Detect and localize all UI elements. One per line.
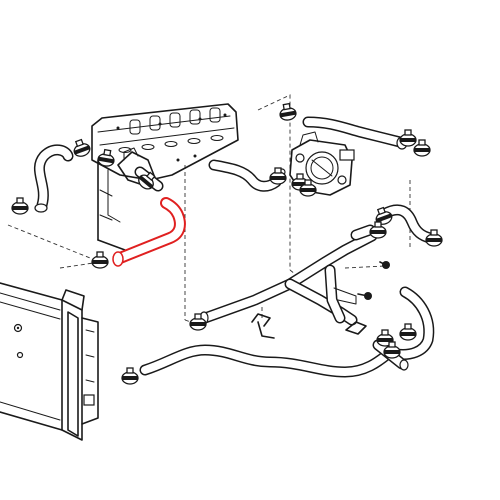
hose-clamp [369, 221, 387, 239]
hose-clamp [375, 206, 393, 225]
bolt-upper [379, 261, 390, 269]
pipe-elbow [350, 224, 376, 241]
right-lower-hose [390, 286, 435, 360]
bolts [357, 261, 390, 300]
heater-hose-short [208, 159, 282, 192]
engine-cylinder-head [91, 103, 239, 251]
hose-clamp [269, 167, 287, 185]
left-curved-hose [33, 144, 74, 213]
highlighted-upper-radiator-hose [112, 197, 186, 267]
hose-clamp [97, 148, 115, 167]
hose-clamp [91, 251, 109, 269]
hose-clamp [11, 197, 29, 215]
throttle-body [278, 131, 355, 196]
hose-clamp [383, 341, 401, 359]
hose-clamps [11, 102, 443, 385]
hose-clamp [413, 139, 431, 157]
hose-clamp [279, 102, 297, 121]
hose-clamp [189, 313, 207, 331]
hoses [33, 116, 436, 378]
hose-clamp [299, 179, 317, 197]
right-hose [378, 204, 436, 244]
hose-clamp [121, 367, 139, 385]
hose-clamp [399, 129, 417, 147]
radiator [0, 282, 99, 441]
bolt-lower [357, 292, 372, 300]
mounting-brackets [251, 313, 367, 339]
hose-clamp [425, 229, 443, 247]
top-right-hose [302, 116, 408, 150]
hose-clamp [73, 138, 91, 157]
water-pipe-assembly [199, 230, 378, 326]
hose-clamp [399, 323, 417, 341]
hose-clamp [138, 171, 156, 190]
lower-radiator-hose [139, 344, 394, 378]
